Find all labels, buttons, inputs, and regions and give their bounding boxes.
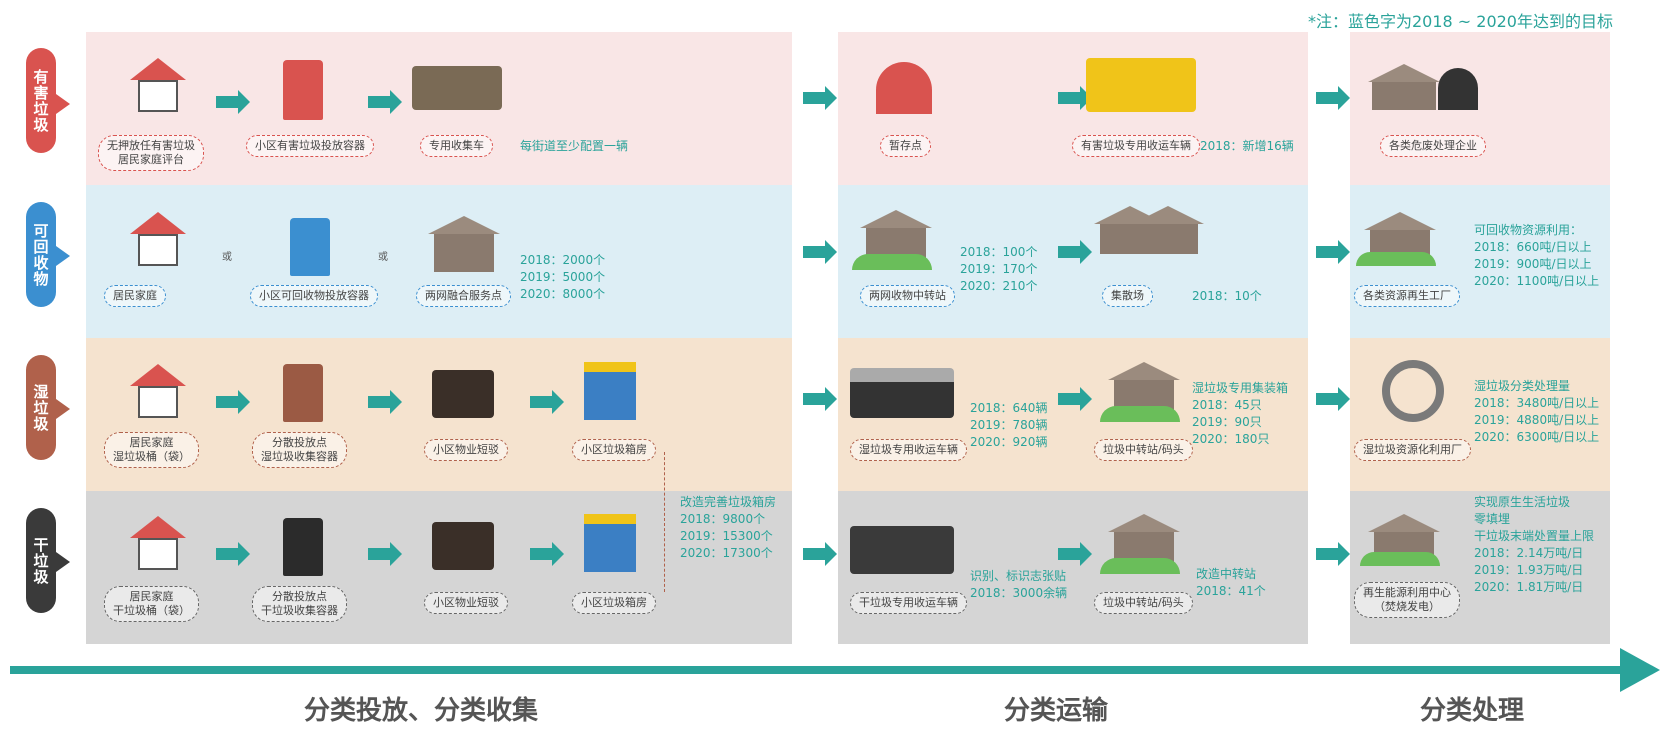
- incinerator-icon: [1360, 508, 1440, 566]
- flow-arrow-icon: [1058, 387, 1092, 411]
- tag-hazard-facility: 各类危废处理企业: [1380, 135, 1486, 157]
- flow-arrow-icon: [368, 90, 402, 114]
- transfer-station-icon: [1100, 514, 1180, 574]
- factory-icon: [1368, 58, 1478, 110]
- or-label: 或: [222, 252, 232, 263]
- timeline-arrow: [10, 666, 1630, 674]
- storage-icon: [876, 62, 932, 114]
- tag-hazard-truck: 有害垃圾专用收运车辆: [1072, 135, 1200, 157]
- arrow-right-icon: [56, 552, 70, 572]
- tag-transfer-station: 两网收物中转站: [860, 285, 955, 307]
- flow-arrow-icon: [1058, 240, 1092, 264]
- stat-distribution-yard: 2018：10个: [1192, 289, 1262, 303]
- stage-transport: 分类运输: [1004, 696, 1109, 726]
- flow-arrow-icon: [803, 240, 837, 264]
- stat-hazard-truck: 2018：新增16辆: [1200, 139, 1294, 153]
- recycle-symbol-icon: [1382, 360, 1444, 422]
- arrow-right-icon: [56, 246, 70, 266]
- tag-collector: 专用收集车: [420, 135, 493, 157]
- tag-wet-truck: 湿垃圾专用收运车辆: [850, 439, 967, 461]
- flow-arrow-icon: [803, 86, 837, 110]
- flow-arrow-icon: [216, 542, 250, 566]
- transfer-station-icon: [852, 210, 932, 270]
- stage-treatment: 分类处理: [1420, 696, 1525, 726]
- tag-hazard-bin: 小区有害垃圾投放容器: [246, 135, 374, 157]
- tag-dry-truck: 干垃圾专用收运车辆: [850, 592, 967, 614]
- wet-bin-icon: [283, 364, 323, 422]
- flow-arrow-icon: [368, 390, 402, 414]
- flow-arrow-icon: [803, 387, 837, 411]
- tag-dry-collection: 分散投放点 干垃圾收集容器: [252, 586, 347, 622]
- category-recyclable: 可回收物: [26, 202, 56, 307]
- hazard-truck-icon: [1086, 58, 1196, 112]
- target-note: *注：蓝色字为2018 ~ 2020年达到的目标: [1307, 12, 1613, 31]
- arrow-right-icon: [56, 94, 70, 114]
- flow-arrow-icon: [368, 542, 402, 566]
- tag-wet-residence: 居民家庭 湿垃圾桶（袋）: [104, 432, 199, 468]
- tag-wet-transfer: 垃圾中转站/码头: [1094, 439, 1193, 461]
- or-label: 或: [378, 252, 388, 263]
- wet-truck-icon: [850, 368, 954, 418]
- dry-truck-icon: [850, 526, 954, 574]
- tag-wet-collection: 分散投放点 湿垃圾收集容器: [252, 432, 347, 468]
- flow-arrow-icon: [1058, 86, 1092, 110]
- tag-residential-hazard: 无押放任有害垃圾 居民家庭评台: [98, 135, 204, 171]
- flow-arrow-icon: [1058, 542, 1092, 566]
- hazardous-bin-icon: [283, 60, 323, 120]
- cart-icon: [432, 522, 494, 570]
- tag-dry-transfer: 垃圾中转站/码头: [1094, 592, 1193, 614]
- tag-dry-shuttle: 小区物业短驳: [424, 592, 508, 614]
- flow-arrow-icon: [1316, 240, 1350, 264]
- service-point-icon: [428, 216, 500, 272]
- connector-line: [664, 452, 666, 592]
- recyclable-bin-icon: [290, 218, 330, 276]
- recycle-factory-icon: [1356, 206, 1436, 266]
- stage-collection: 分类投放、分类收集: [304, 696, 539, 726]
- flow-arrow-icon: [1316, 86, 1350, 110]
- flow-arrow-icon: [216, 390, 250, 414]
- tag-wet-bin-room: 小区垃圾箱房: [572, 439, 656, 461]
- arrow-right-icon: [56, 399, 70, 419]
- tag-wet-plant: 湿垃圾资源化利用厂: [1354, 439, 1471, 461]
- tag-residence: 居民家庭: [104, 285, 166, 307]
- flow-arrow-icon: [530, 542, 564, 566]
- transfer-station-icon: [1100, 362, 1180, 422]
- category-dry: 干垃圾: [26, 508, 56, 613]
- bin-room-icon: [584, 514, 636, 572]
- flow-arrow-icon: [216, 90, 250, 114]
- timeline-arrowhead-icon: [1620, 648, 1660, 692]
- tricycle-icon: [412, 66, 502, 110]
- tag-dry-residence: 居民家庭 干垃圾桶（袋）: [104, 586, 199, 622]
- stat-collector: 每街道至少配置一辆: [520, 139, 629, 153]
- category-hazardous: 有害垃圾: [26, 48, 56, 153]
- tag-recycle-bin: 小区可回收物投放容器: [250, 285, 378, 307]
- flow-arrow-icon: [530, 390, 564, 414]
- bin-room-icon: [584, 362, 636, 420]
- flow-arrow-icon: [803, 542, 837, 566]
- tag-dry-bin-room: 小区垃圾箱房: [572, 592, 656, 614]
- tag-recycle-factory: 各类资源再生工厂: [1354, 285, 1460, 307]
- tag-wet-shuttle: 小区物业短驳: [424, 439, 508, 461]
- tag-distribution-yard: 集散场: [1102, 285, 1153, 307]
- cart-icon: [432, 370, 494, 418]
- tag-service-point: 两网融合服务点: [416, 285, 511, 307]
- dry-bin-icon: [283, 518, 323, 576]
- category-wet: 湿垃圾: [26, 355, 56, 460]
- flow-arrow-icon: [1316, 387, 1350, 411]
- flow-arrow-icon: [1316, 542, 1350, 566]
- tag-storage: 暂存点: [880, 135, 931, 157]
- tag-dry-plant: 再生能源利用中心 （焚烧发电）: [1354, 582, 1460, 618]
- distribution-yard-icon: [1094, 206, 1204, 266]
